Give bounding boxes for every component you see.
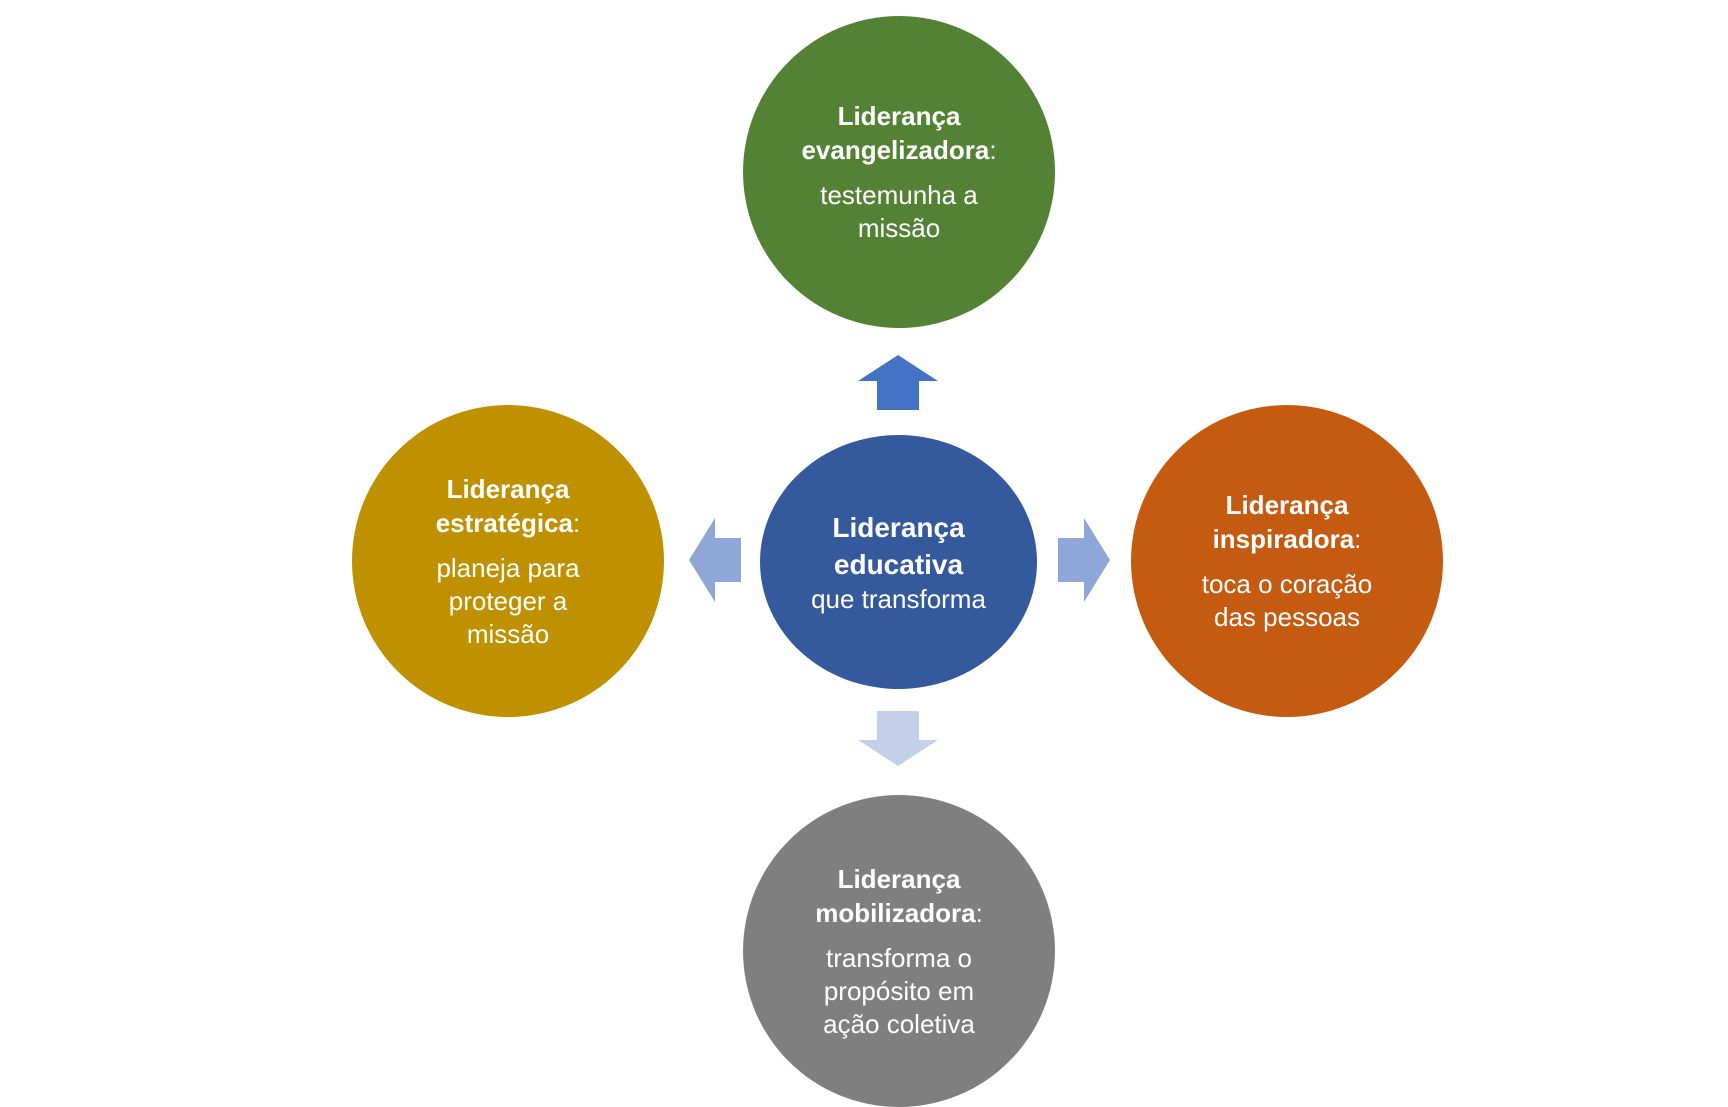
node-inspiradora-title: Liderança inspiradora: xyxy=(1213,488,1362,556)
node-mobilizadora: Liderança mobilizadora: transforma o pro… xyxy=(743,795,1055,1107)
node-estrategica-colon: : xyxy=(573,507,581,538)
node-inspiradora-title-text: Liderança inspiradora xyxy=(1212,490,1355,554)
arrow-right-shape xyxy=(1058,518,1110,602)
arrow-up-shape xyxy=(858,355,938,410)
node-inspiradora-colon: : xyxy=(1354,524,1362,554)
arrow-down-icon xyxy=(858,711,938,766)
arrow-left-icon xyxy=(689,518,741,602)
node-estrategica: Liderança estratégica: planeja para prot… xyxy=(352,405,664,717)
node-evangelizadora: Liderança evangelizadora: testemunha a m… xyxy=(743,16,1055,328)
arrow-left-shape xyxy=(689,518,741,602)
node-inspiradora: Liderança inspiradora: toca o coração da… xyxy=(1131,405,1443,717)
node-educativa-desc: que transforma xyxy=(811,583,986,614)
arrow-down-shape xyxy=(858,711,938,766)
arrow-right-icon xyxy=(1058,518,1110,602)
arrow-up-icon xyxy=(858,355,938,410)
node-evangelizadora-title: Liderança evangelizadora: xyxy=(801,99,996,167)
node-educativa-center: Liderança educativa que transforma xyxy=(760,435,1037,689)
node-evangelizadora-title-text: Liderança evangelizadora xyxy=(801,101,990,165)
node-mobilizadora-title-text: Liderança mobilizadora xyxy=(815,863,976,928)
node-mobilizadora-desc: transforma o propósito em ação coletiva xyxy=(823,942,975,1039)
node-estrategica-title-text: Liderança estratégica xyxy=(435,473,574,538)
node-evangelizadora-colon: : xyxy=(989,135,997,165)
node-mobilizadora-title: Liderança mobilizadora: xyxy=(815,862,983,930)
node-estrategica-desc: planeja para proteger a missão xyxy=(436,552,580,649)
node-inspiradora-desc: toca o coração das pessoas xyxy=(1201,569,1373,632)
node-evangelizadora-desc: testemunha a missão xyxy=(820,180,978,243)
node-estrategica-title: Liderança estratégica: xyxy=(436,472,581,540)
node-educativa-title: Liderança educativa xyxy=(832,511,965,580)
node-mobilizadora-colon: : xyxy=(975,897,983,928)
